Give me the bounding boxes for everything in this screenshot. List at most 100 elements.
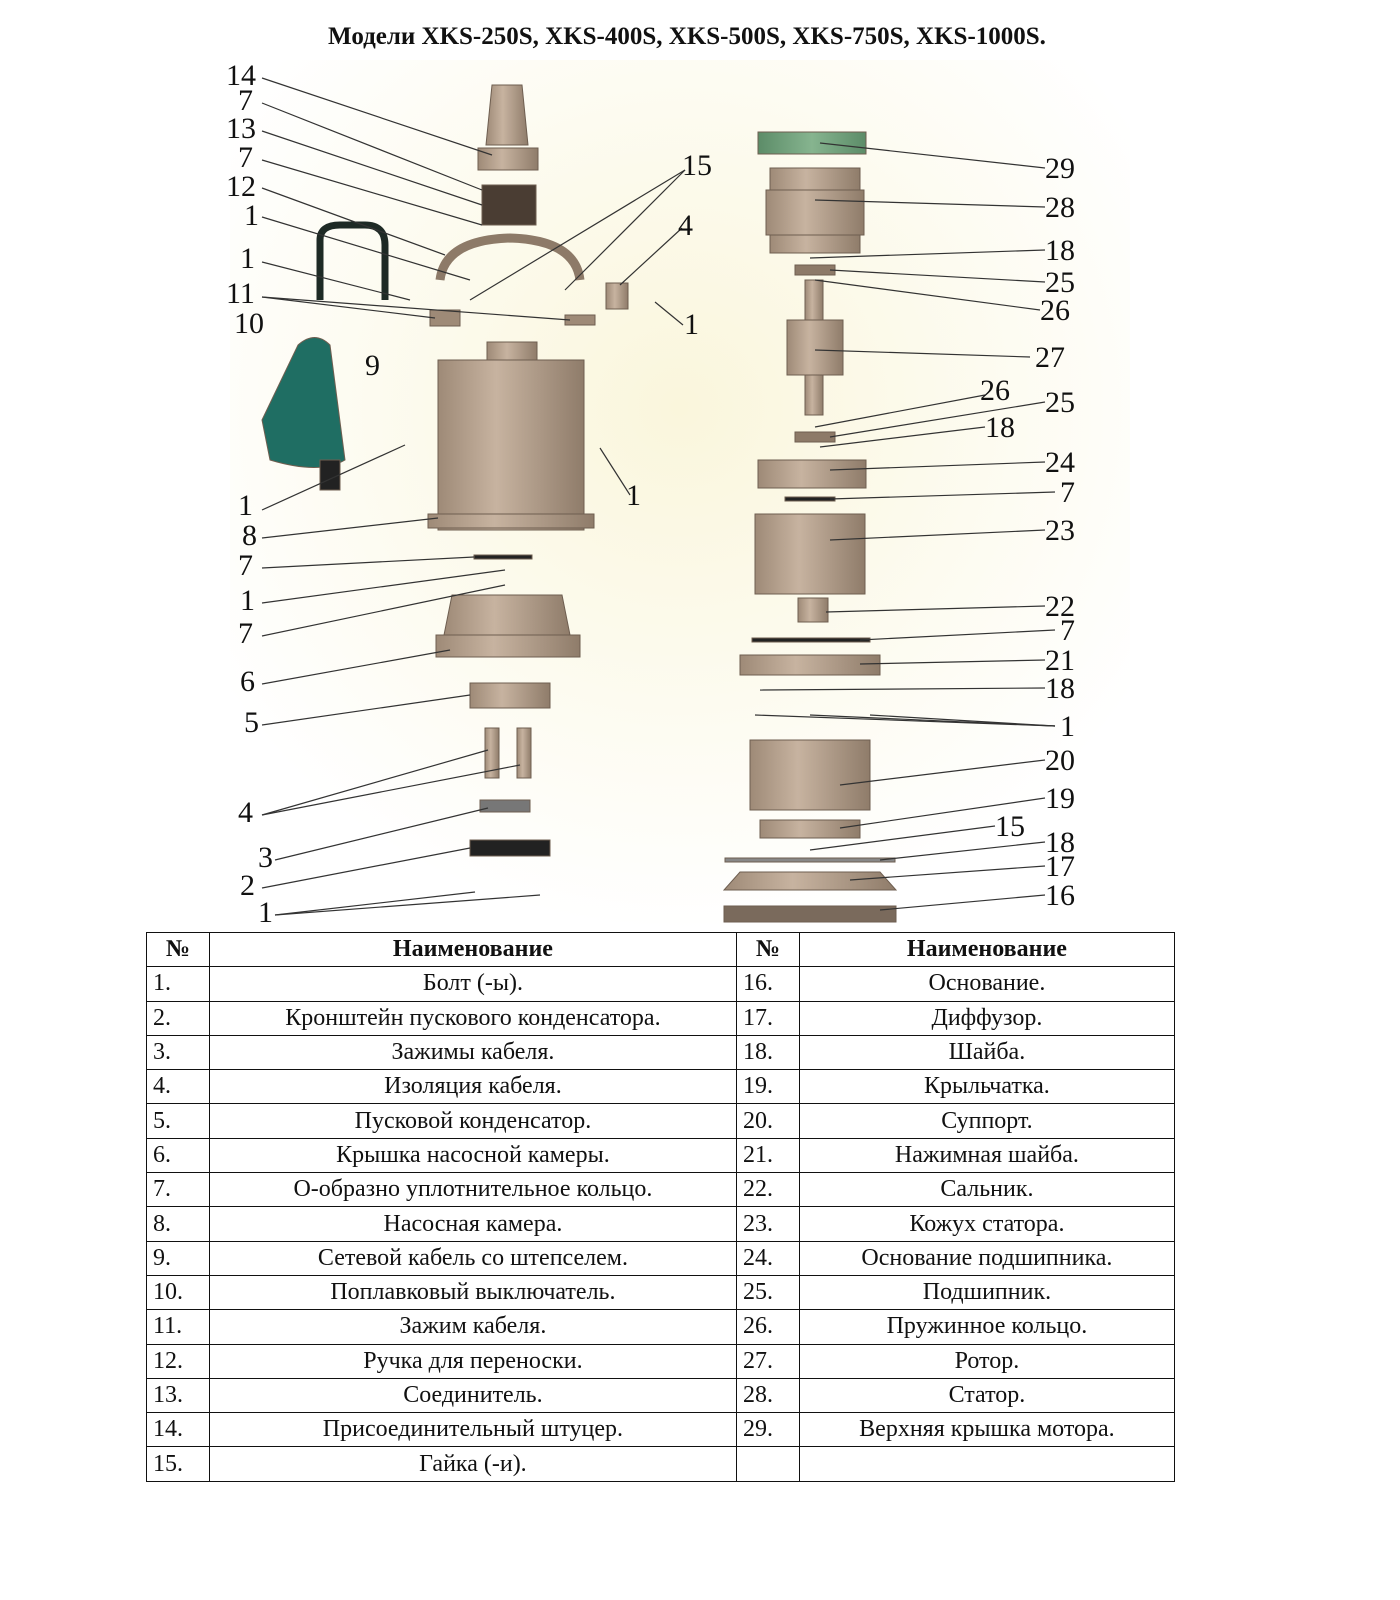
part-name-cell: Диффузор. <box>798 1000 1176 1036</box>
header-number: № <box>736 931 800 968</box>
exploded-parts-diagram <box>230 60 1130 930</box>
part-6-cover <box>443 594 571 636</box>
plug <box>319 459 341 491</box>
left-assembly <box>261 84 629 857</box>
part-name-cell: Крышка насосной камеры. <box>208 1137 738 1174</box>
part-4-insulation-3 <box>516 727 532 779</box>
part-number-cell: 13. <box>146 1377 210 1414</box>
table-row: 6.Крышка насосной камеры.21.Нажимная шай… <box>146 1137 1176 1174</box>
part-name-cell: Зажим кабеля. <box>208 1309 738 1345</box>
part-10-float-switch <box>261 337 346 468</box>
part-7-oring-2 <box>473 554 533 560</box>
part-11-clamp-2 <box>564 314 596 326</box>
part-name-cell: Основание. <box>798 966 1176 1002</box>
part-name-cell: Кронштейн пускового конденсатора. <box>208 1000 738 1036</box>
part-number-cell: 16. <box>736 966 800 1002</box>
part-11-clamp <box>429 309 461 327</box>
part-22-seal <box>797 597 829 623</box>
part-name-cell: Верхняя крышка мотора. <box>798 1412 1176 1448</box>
part-name-cell: Подшипник. <box>798 1274 1176 1311</box>
part-number-cell: 10. <box>146 1274 210 1311</box>
page-title: Модели XKS-250S, XKS-400S, XKS-500S, XKS… <box>328 23 1046 50</box>
part-number-cell: 4. <box>146 1069 210 1105</box>
part-name-cell: Присоединительный штуцер. <box>208 1412 738 1448</box>
part-17-diffuser <box>722 871 898 891</box>
part-21-pressure-washer <box>739 654 881 676</box>
part-9-cable <box>316 221 389 300</box>
part-name-cell: Ротор. <box>798 1343 1176 1379</box>
part-14-fitting <box>485 84 529 146</box>
part-18-washer <box>724 857 896 863</box>
part-27-rotor <box>786 319 844 376</box>
part-4-insulation-2 <box>484 727 500 779</box>
part-7-oring <box>481 184 537 226</box>
part-name-cell: Суппорт. <box>798 1103 1176 1139</box>
table-header-row: № Наименование № Наименование <box>146 931 1176 968</box>
part-number-cell: 3. <box>146 1034 210 1071</box>
part-name-cell <box>798 1446 1176 1482</box>
part-3-clamps <box>479 799 531 813</box>
table-row: 2.Кронштейн пускового конденсатора.17.Ди… <box>146 1000 1176 1036</box>
part-name-cell: Соединитель. <box>208 1377 738 1414</box>
table-row: 13.Соединитель.28.Статор. <box>146 1377 1176 1414</box>
part-number-cell: 5. <box>146 1103 210 1139</box>
part-number-cell: 1. <box>146 966 210 1002</box>
part-6-cover-base <box>435 634 581 658</box>
part-number-cell: 24. <box>736 1240 800 1276</box>
part-number-cell: 12. <box>146 1343 210 1379</box>
part-25-bearing-2 <box>794 431 836 443</box>
part-28-stator <box>765 189 865 236</box>
part-number-cell: 15. <box>146 1446 210 1482</box>
part-name-cell: Зажимы кабеля. <box>208 1034 738 1071</box>
part-number-cell: 11. <box>146 1309 210 1345</box>
part-name-cell: О-образно уплотнительное кольцо. <box>208 1172 738 1208</box>
part-number-cell: 25. <box>736 1274 800 1311</box>
part-name-cell: Пружинное кольцо. <box>798 1309 1176 1345</box>
part-25-bearing <box>794 264 836 276</box>
part-13-connector <box>477 147 539 171</box>
parts-table: № Наименование № Наименование 1.Болт (-ы… <box>146 931 1176 1482</box>
part-name-cell: Основание подшипника. <box>798 1240 1176 1276</box>
part-name-cell: Крыльчатка. <box>798 1069 1176 1105</box>
part-12-handle <box>435 233 585 281</box>
part-28-stator-bottom <box>769 234 861 254</box>
table-row: 11.Зажим кабеля.26.Пружинное кольцо. <box>146 1309 1176 1345</box>
part-7-oring-4 <box>751 637 871 643</box>
part-number-cell: 23. <box>736 1206 800 1242</box>
part-2-bracket <box>469 839 551 857</box>
part-29-top-cover <box>757 131 867 155</box>
part-number-cell: 26. <box>736 1309 800 1345</box>
part-7-oring-3 <box>784 496 836 502</box>
table-row: 5.Пусковой конденсатор.20.Суппорт. <box>146 1103 1176 1139</box>
leader-lines <box>261 77 1056 916</box>
part-name-cell: Кожух статора. <box>798 1206 1176 1242</box>
part-8-flange <box>427 513 595 529</box>
part-name-cell: Нажимная шайба. <box>798 1137 1176 1174</box>
part-24-bearing-base <box>757 459 867 489</box>
part-number-cell: 27. <box>736 1343 800 1379</box>
part-name-cell: Пусковой конденсатор. <box>208 1103 738 1139</box>
part-number-cell: 6. <box>146 1137 210 1174</box>
part-name-cell: Статор. <box>798 1377 1176 1414</box>
part-number-cell: 14. <box>146 1412 210 1448</box>
part-number-cell: 22. <box>736 1172 800 1208</box>
part-number-cell: 18. <box>736 1034 800 1071</box>
parts-table-body: 1.Болт (-ы).16.Основание.2.Кронштейн пус… <box>146 966 1176 1482</box>
table-row: 9.Сетевой кабель со штепселем.24.Основан… <box>146 1240 1176 1276</box>
rotor-shaft-top <box>804 279 824 321</box>
part-number-cell: 21. <box>736 1137 800 1174</box>
part-number-cell: 17. <box>736 1000 800 1036</box>
table-row: 8.Насосная камера.23.Кожух статора. <box>146 1206 1176 1242</box>
part-name-cell: Поплавковый выключатель. <box>208 1274 738 1311</box>
part-number-cell <box>736 1446 800 1482</box>
part-28-stator-top <box>769 167 861 191</box>
part-number-cell: 20. <box>736 1103 800 1139</box>
part-name-cell: Насосная камера. <box>208 1206 738 1242</box>
part-number-cell: 8. <box>146 1206 210 1242</box>
right-assembly <box>722 131 898 923</box>
table-row: 7.О-образно уплотнительное кольцо.22.Сал… <box>146 1172 1176 1208</box>
part-number-cell: 19. <box>736 1069 800 1105</box>
table-row: 3.Зажимы кабеля.18.Шайба. <box>146 1034 1176 1071</box>
part-8-pump-chamber <box>437 359 585 531</box>
part-number-cell: 9. <box>146 1240 210 1276</box>
